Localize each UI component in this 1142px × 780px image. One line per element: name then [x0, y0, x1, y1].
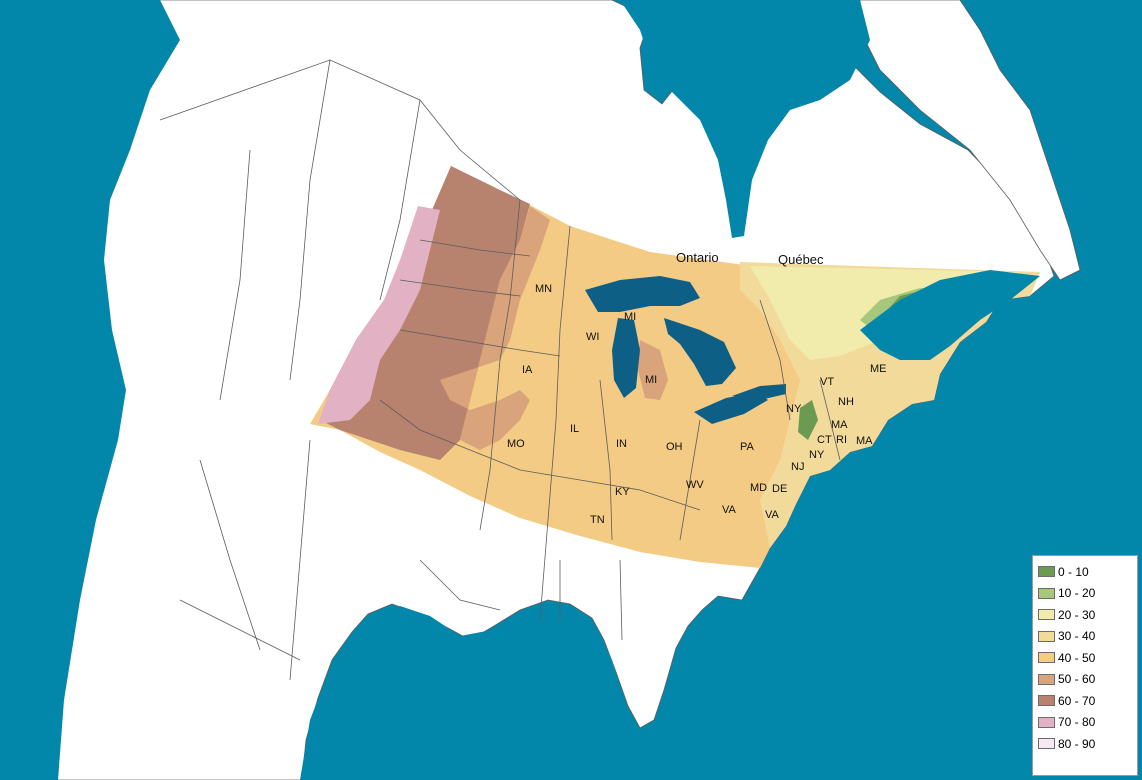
- legend-swatch: [1038, 695, 1055, 707]
- legend-swatch: [1038, 673, 1055, 685]
- legend-row: 0 - 10: [1038, 561, 1137, 583]
- lake-michigan: [612, 318, 640, 398]
- state-label-ct: CT: [817, 434, 832, 446]
- legend-swatch: [1038, 566, 1055, 578]
- lake-superior: [585, 276, 700, 312]
- gulf-st-lawrence: [860, 270, 1040, 360]
- legend-row: 30 - 40: [1038, 626, 1137, 648]
- state-label-md: MD: [750, 482, 767, 494]
- state-label-mi-lower: MI: [645, 374, 657, 386]
- legend-swatch: [1038, 609, 1055, 621]
- legend-label: 30 - 40: [1058, 629, 1096, 644]
- state-label-oh: OH: [666, 441, 683, 453]
- legend: 0 - 10 10 - 20 20 - 30 30 - 40 40 - 50 5…: [1032, 555, 1138, 776]
- state-label-mo: MO: [507, 438, 525, 450]
- state-label-mn: MN: [535, 283, 552, 295]
- land-north-east: [859, 0, 1081, 281]
- region-label-quebec: Québec: [778, 252, 824, 267]
- gulf-of-mexico: [300, 606, 640, 780]
- state-label-vt: VT: [820, 376, 834, 388]
- state-label-il: IL: [570, 423, 579, 435]
- legend-label: 0 - 10: [1058, 564, 1089, 579]
- state-label-nh: NH: [838, 396, 854, 408]
- state-label-me: ME: [870, 363, 887, 375]
- legend-row: 70 - 80: [1038, 712, 1137, 734]
- lake-erie: [694, 392, 768, 424]
- state-label-va-east: VA: [765, 509, 780, 521]
- state-label-in: IN: [616, 438, 627, 450]
- state-label-ia: IA: [522, 364, 533, 376]
- legend-label: 10 - 20: [1058, 586, 1096, 601]
- legend-label: 60 - 70: [1058, 693, 1096, 708]
- state-label-ma-east: MA: [856, 435, 873, 447]
- state-label-ma: MA: [831, 419, 848, 431]
- pacific-coast: [0, 0, 180, 780]
- state-label-ny: NY: [786, 403, 802, 415]
- legend-row: 80 - 90: [1038, 733, 1137, 755]
- state-label-ri: RI: [836, 434, 847, 446]
- zone-50-60: [440, 206, 550, 450]
- state-label-ny-city: NY: [809, 449, 825, 461]
- legend-swatch: [1038, 652, 1055, 664]
- legend-row: 60 - 70: [1038, 690, 1137, 712]
- state-label-pa: PA: [740, 441, 755, 453]
- lake-huron: [664, 318, 736, 386]
- legend-row: 10 - 20: [1038, 583, 1137, 605]
- state-label-wv: WV: [686, 479, 704, 491]
- legend-swatch: [1038, 587, 1055, 599]
- state-label-tn: TN: [590, 514, 605, 526]
- legend-swatch: [1038, 716, 1055, 728]
- zone-50-60-michigan: [638, 340, 668, 400]
- boundary-lines: [159, 59, 841, 681]
- legend-swatch: [1038, 738, 1055, 750]
- legend-label: 20 - 30: [1058, 607, 1096, 622]
- legend-row: 50 - 60: [1038, 669, 1137, 691]
- legend-label: 40 - 50: [1058, 650, 1096, 665]
- legend-row: 20 - 30: [1038, 604, 1137, 626]
- lake-ontario: [732, 384, 786, 400]
- zone-70-80: [318, 206, 440, 424]
- state-label-wi: WI: [586, 331, 599, 343]
- legend-label: 70 - 80: [1058, 715, 1096, 730]
- legend-row: 40 - 50: [1038, 647, 1137, 669]
- state-label-ky: KY: [615, 486, 630, 498]
- legend-label: 80 - 90: [1058, 736, 1096, 751]
- legend-swatch: [1038, 630, 1055, 642]
- legend-label: 50 - 60: [1058, 672, 1096, 687]
- state-label-nj: NJ: [791, 461, 804, 473]
- zone-0-10-appalachian: [798, 400, 818, 440]
- region-label-ontario: Ontario: [676, 250, 719, 265]
- state-label-de: DE: [772, 483, 787, 495]
- state-label-va: VA: [722, 504, 737, 516]
- state-label-mi-upper: MI: [624, 311, 636, 323]
- hudson-bay: [620, 0, 870, 238]
